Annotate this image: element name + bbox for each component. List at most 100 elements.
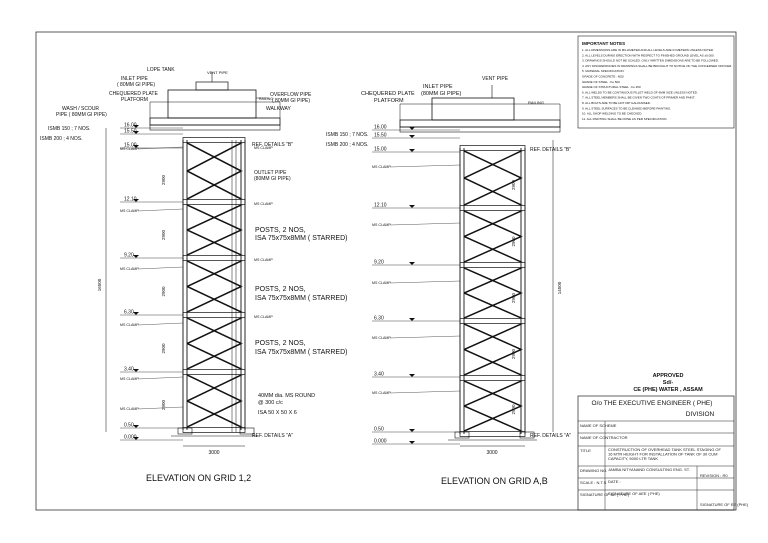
- right-level-triangle: [409, 127, 415, 130]
- left-level-label: 6.30: [124, 310, 134, 316]
- left-ref-a-label: REF. DETAILS "A": [252, 433, 293, 439]
- left-panel-height: 2900: [161, 343, 166, 354]
- note-line: 10. ALL SHOP WELDING TO BE CHECKED.: [582, 112, 642, 116]
- tb-row-label: SIGNATURE OF AE ( PHE): [580, 492, 630, 497]
- left-ms-clamp-label: MS CLAMP: [120, 209, 139, 213]
- right-level-triangle: [409, 441, 415, 444]
- left-level-label: 15.00: [124, 143, 137, 149]
- left-ms-clamp-label-right: MS CLAMP: [254, 202, 273, 206]
- note-line: 11. ALL PAINTING SHALL BE DONE AS PER SP…: [582, 117, 667, 121]
- right-tie-member: [459, 145, 526, 151]
- right-panel-height: 2900: [511, 179, 516, 190]
- right-railing: [399, 103, 561, 120]
- right-ms-clamp-leader: [389, 390, 461, 394]
- left-level-triangle: [133, 255, 139, 258]
- left-brace-edge: [188, 260, 243, 287]
- right-brace: [463, 380, 522, 407]
- sheet-border: [35, 31, 737, 511]
- office-line-1: O/o THE EXECUTIVE ENGINEER ( PHE): [592, 400, 713, 407]
- right-elevation-view: 16.0015.5015.0012.109.206.303.400.500.00…: [326, 76, 571, 486]
- right-level-triangle: [409, 205, 415, 208]
- right-ms-clamp-label: MS CLAMP: [372, 223, 391, 227]
- left-level-triangle: [133, 145, 139, 148]
- left-level-label: 12.10: [124, 197, 137, 203]
- left-brace-edge: [188, 229, 243, 256]
- right-ms-clamp-leader: [389, 280, 461, 284]
- left-level-label: 15.50: [124, 129, 137, 135]
- right-brace: [463, 150, 522, 179]
- left-elevation-view: 16.0015.5015.0012.109.206.303.400.500.00…: [40, 67, 347, 483]
- left-ms-clamp-leader: [137, 322, 184, 326]
- right-level-triangle: [409, 374, 415, 377]
- note-line: GRADE OF STEEL : Fe 500: [582, 80, 620, 84]
- right-panel-height: 2900: [511, 404, 516, 415]
- right-ms-clamp-leader: [389, 335, 461, 339]
- right-brace: [463, 348, 522, 376]
- right-level-triangle: [409, 318, 415, 321]
- tb-row-value: CONSTRUCTION OF OVERHEAD TANK STEEL STAG…: [608, 447, 722, 452]
- tb-row-value: DATE :: [608, 479, 621, 484]
- approval-line-3: CE (PHE) WATER , ASSAM: [633, 387, 703, 393]
- notes-box: IMPORTANT NOTES 1. ALL DIMENSIONS ARE IN…: [577, 35, 735, 129]
- left-brace-edge: [188, 170, 243, 200]
- left-ismb200-label: ISMB 200 ; 4 NOS.: [40, 136, 83, 142]
- tb-row-value: JAMBA NITYANAND CONSULTING ENG. ST.: [608, 467, 690, 472]
- right-brace-edge: [465, 150, 523, 179]
- left-level-label: 3.40: [124, 367, 134, 373]
- right-tie-member: [459, 262, 526, 268]
- note-line: 3. DRAWINGS SHOULD NOT BE SCALED. ONLY W…: [582, 59, 719, 63]
- left-tank-dome: [195, 81, 229, 91]
- left-overflow-pipe-size: ( 80MM GI PIPE): [272, 98, 310, 104]
- right-brace: [463, 405, 522, 432]
- office-line-2: DIVISION: [686, 411, 715, 418]
- note-line: 8. ALL BOLTS ARE TO BE HOT DIP GALVANISE…: [582, 101, 651, 105]
- left-walkway-label: WALKWAY: [266, 106, 291, 112]
- left-brace-edge: [188, 374, 243, 402]
- right-platform: [399, 119, 561, 128]
- note-line: GRADE OF CONCRETE : M20: [582, 75, 624, 79]
- right-inlet-pipe-label: INLET PIPE: [423, 84, 453, 90]
- tb-row-value: SIGNATURE OF AEE ( PHE): [608, 491, 660, 496]
- right-brace-edge: [465, 210, 523, 237]
- right-brace-edge: [465, 349, 523, 376]
- left-chequered-plate-label: CHEQUERED PLATE: [109, 91, 158, 97]
- left-level-label: 0.000: [124, 435, 137, 441]
- left-level-triangle: [133, 125, 139, 128]
- right-level-label: 3.40: [374, 372, 384, 378]
- left-panel-height: 2900: [161, 286, 166, 297]
- left-wash-scour-size: PIPE ( 80MM GI PIPE): [56, 112, 107, 118]
- left-level-triangle: [133, 437, 139, 440]
- right-level-label: 15.50: [374, 133, 387, 139]
- left-ms-clamp-label: MS CLAMP: [120, 377, 139, 381]
- right-tie-member: [459, 205, 526, 211]
- right-ismb200-label: ISMB 200 ; 4 NOS.: [326, 142, 369, 148]
- left-base-plate: [177, 427, 193, 435]
- notes-heading: IMPORTANT NOTES: [582, 41, 625, 46]
- left-base-plate: [239, 427, 255, 435]
- left-level-triangle: [133, 425, 139, 428]
- left-posts-label-2b: ISA 75x75x8MM ( STARRED): [255, 295, 347, 302]
- right-brace-edge: [465, 292, 523, 319]
- right-ismb150-label: ISMB 150 ; 7 NOS.: [326, 132, 369, 138]
- note-line: 7. ALL STEEL MEMBERS SHALL BE GIVEN TWO …: [582, 96, 695, 100]
- right-brace: [463, 267, 522, 294]
- right-ms-clamp-label: MS CLAMP: [372, 391, 391, 395]
- right-level-label: 0.50: [374, 427, 384, 433]
- right-brace-edge: [465, 380, 523, 407]
- title-block: O/o THE EXECUTIVE ENGINEER ( PHE) DIVISI…: [577, 395, 749, 511]
- left-base-width: 3000: [208, 450, 219, 456]
- left-level-triangle: [133, 131, 139, 134]
- right-level-label: 12.10: [374, 203, 387, 209]
- right-brace: [463, 210, 522, 238]
- right-brace: [463, 235, 522, 263]
- right-base-plate: [454, 431, 470, 439]
- left-level-triangle: [133, 312, 139, 315]
- right-brace: [463, 292, 522, 319]
- left-brace-edge: [188, 286, 243, 313]
- right-ms-clamp-leader: [389, 222, 461, 226]
- tb-row-value: 16 MTR HEIGHT FOR INSTALLATION OF TANK O…: [608, 452, 717, 457]
- right-level-triangle: [409, 429, 415, 432]
- tb-revision: REVISION : R0: [700, 473, 728, 478]
- left-ms-clamp-label-right: MS CLAMP: [254, 315, 273, 319]
